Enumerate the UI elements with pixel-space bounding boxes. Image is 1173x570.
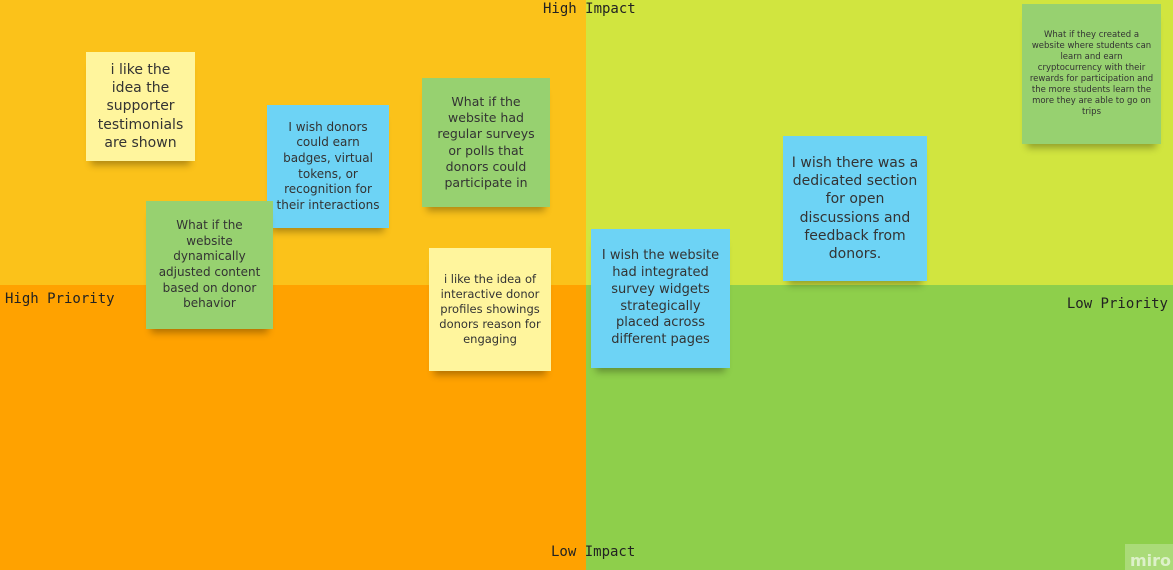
sticky-note-text: What if they created a website where stu…	[1029, 29, 1154, 118]
sticky-note[interactable]: I wish the website had integrated survey…	[591, 229, 730, 368]
sticky-note-text: I wish donors could earn badges, virtual…	[276, 119, 380, 212]
sticky-note[interactable]: i like the idea the supporter testimonia…	[86, 52, 195, 161]
axis-label-high-priority: High Priority	[5, 291, 115, 307]
sticky-note-text: What if the website dynamically adjusted…	[158, 218, 261, 311]
sticky-note-text: I wish the website had integrated survey…	[601, 247, 720, 348]
sticky-note-text: i like the idea the supporter testimonia…	[97, 62, 184, 151]
sticky-note[interactable]: What if the website dynamically adjusted…	[146, 201, 273, 329]
sticky-note-text: i like the idea of interactive donor pro…	[439, 272, 541, 346]
axis-label-high-impact: High Impact	[543, 1, 636, 17]
sticky-note[interactable]: I wish there was a dedicated section for…	[783, 136, 927, 281]
axis-label-low-priority: Low Priority	[1066, 296, 1168, 312]
miro-watermark: miro	[1125, 544, 1173, 570]
sticky-note-text: I wish there was a dedicated section for…	[791, 154, 919, 262]
sticky-note-text: What if the website had regular surveys …	[437, 93, 535, 190]
sticky-note[interactable]: I wish donors could earn badges, virtual…	[267, 105, 389, 228]
sticky-note[interactable]: i like the idea of interactive donor pro…	[429, 248, 551, 371]
sticky-note[interactable]: What if the website had regular surveys …	[422, 78, 550, 207]
axis-label-low-impact: Low Impact	[551, 544, 636, 560]
sticky-note[interactable]: What if they created a website where stu…	[1022, 4, 1161, 144]
